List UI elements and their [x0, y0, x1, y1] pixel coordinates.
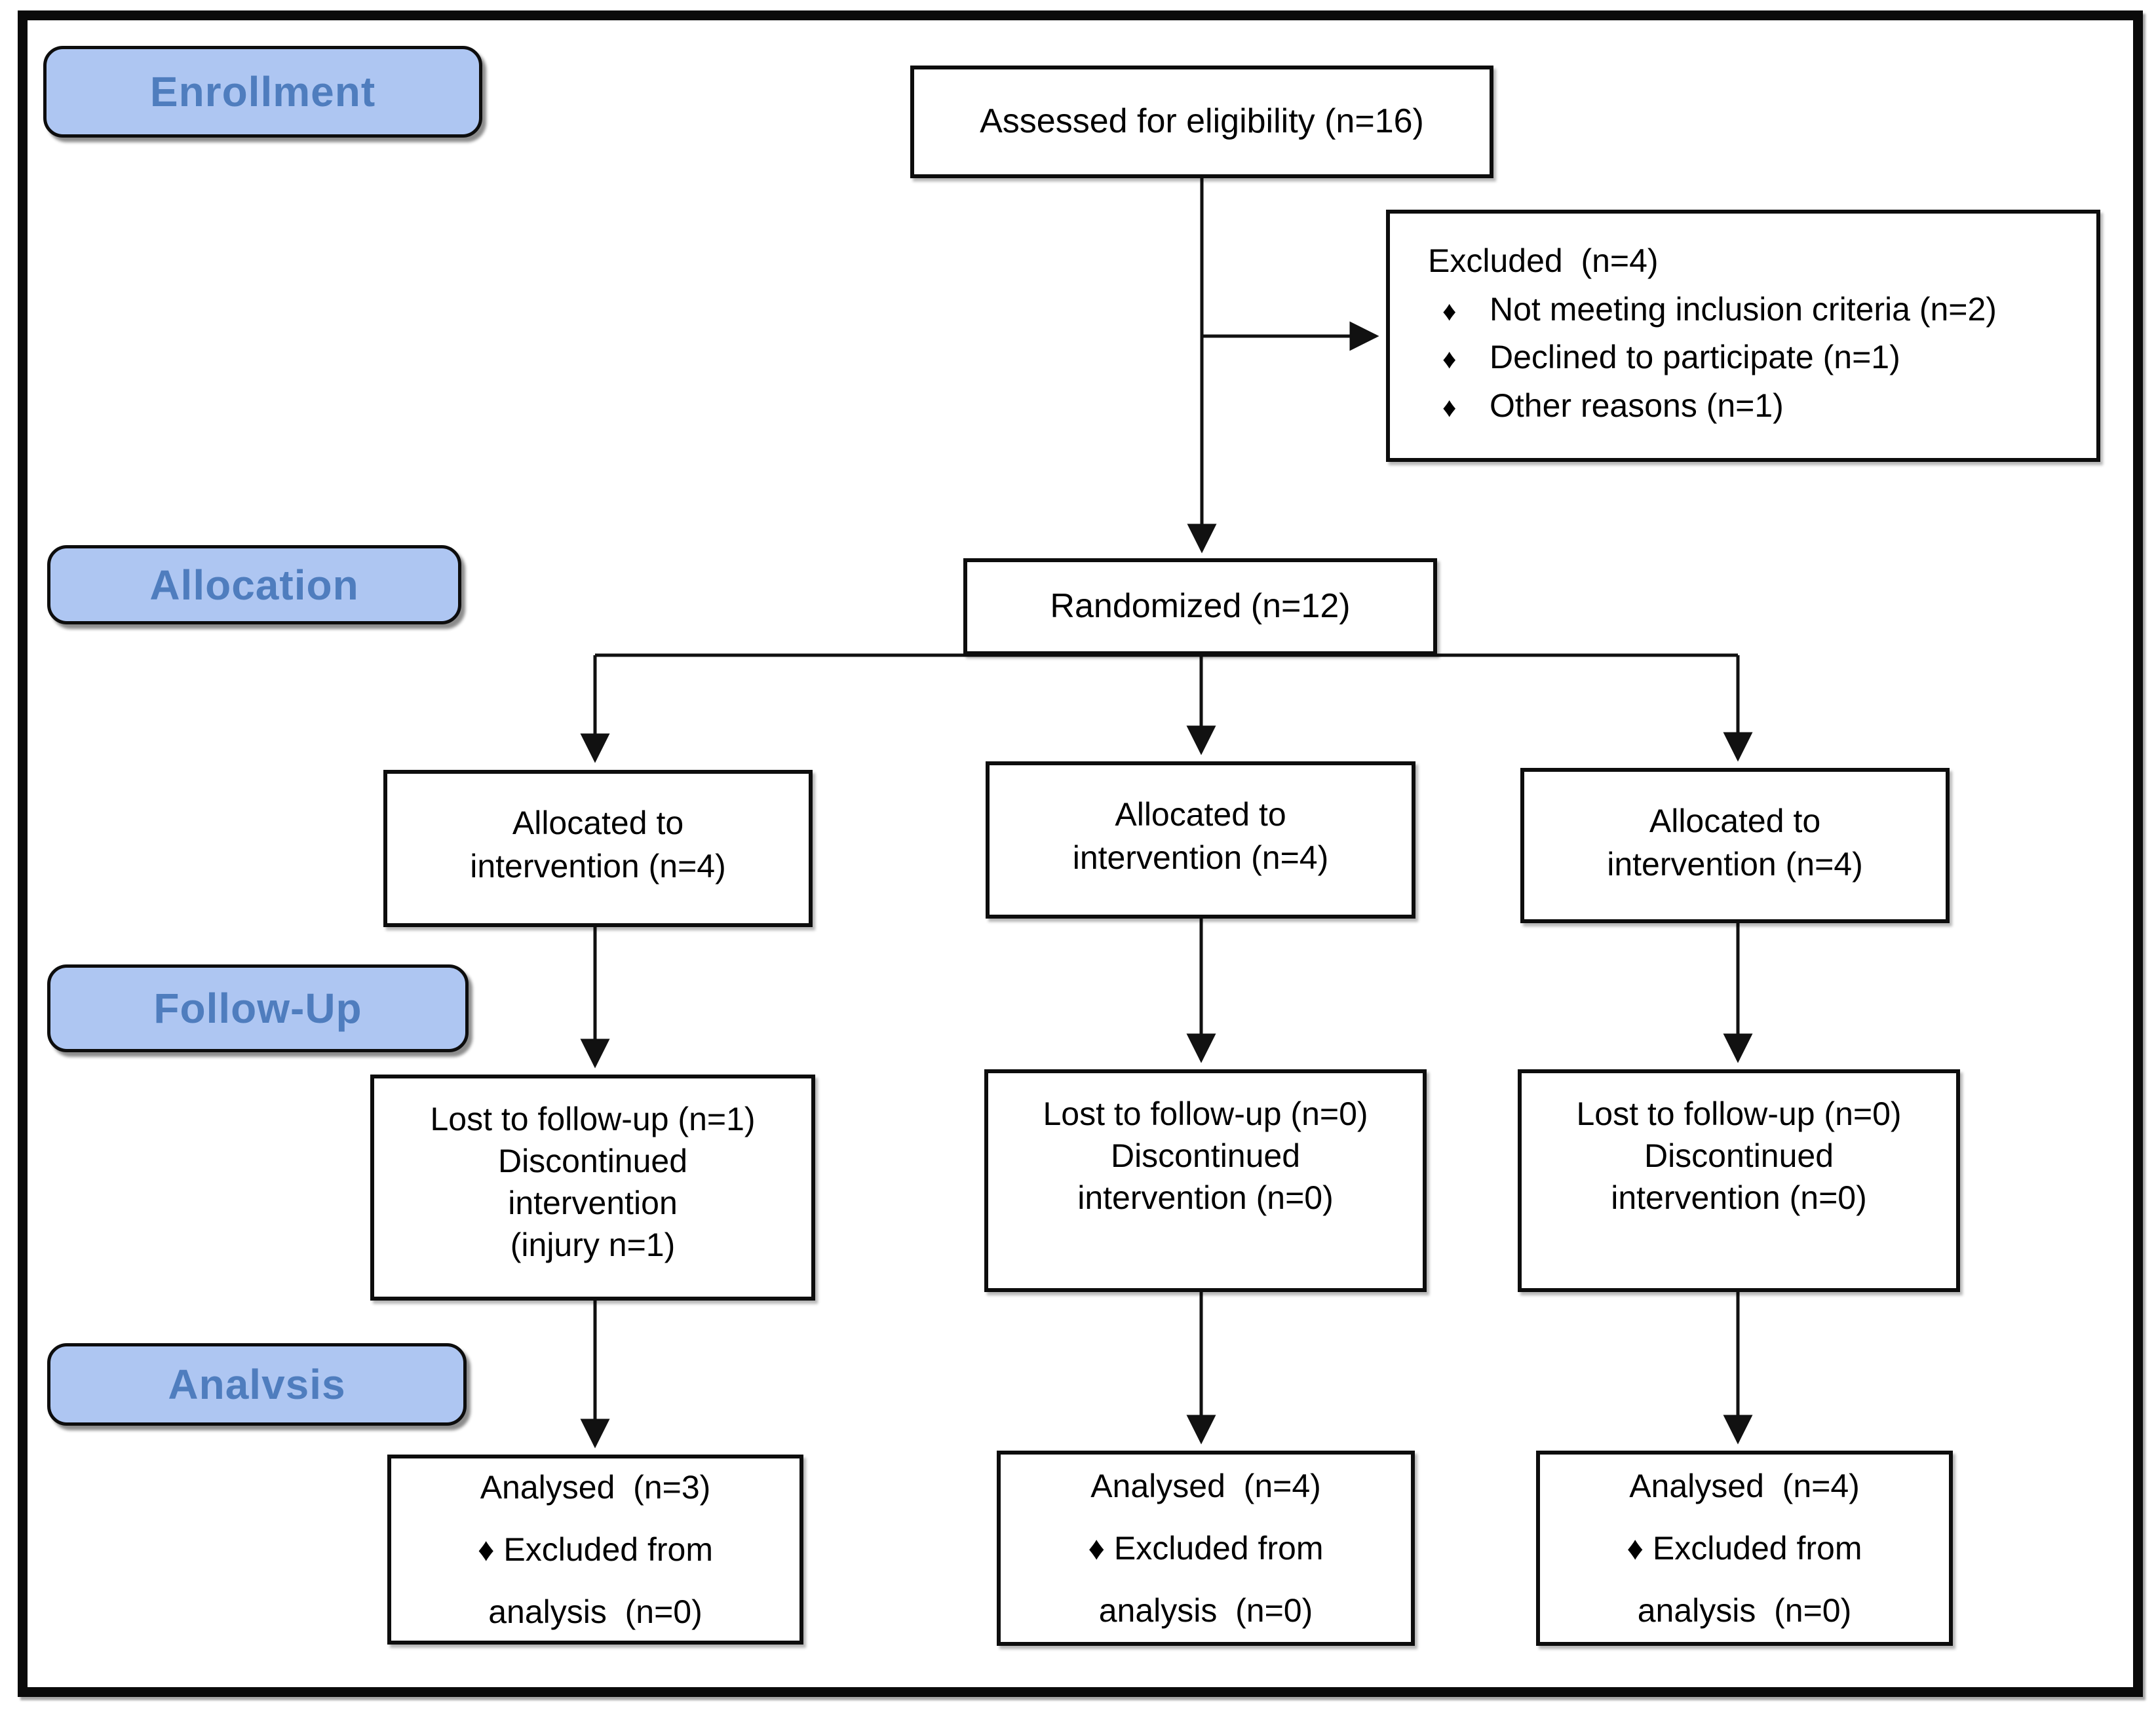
stage-badge-analysis: Analvsis [47, 1343, 467, 1426]
stage-badge-label: Allocation [149, 561, 359, 609]
lost-line: Lost to follow-up (n=0) [1043, 1095, 1368, 1132]
analysed-bullet-text: Excluded from [1652, 1529, 1862, 1567]
analysed-line: Analysed (n=4) [1629, 1467, 1860, 1504]
assessed-for-eligibility-box: Assessed for eligibility (n=16) [910, 66, 1493, 178]
diamond-bullet-icon: ♦ [477, 1531, 495, 1568]
analysed-bullet-text: Excluded from [1113, 1529, 1324, 1567]
analysed-bullet-text: Excluded from [503, 1531, 713, 1568]
excluded-bullet-text: Not meeting inclusion criteria (n=2) [1490, 290, 1997, 328]
lost-line: Lost to follow-up (n=1) [430, 1101, 756, 1137]
lost-line: (injury n=1) [510, 1227, 676, 1263]
analysed-bullet-line: ♦ Excluded from [1627, 1517, 1862, 1580]
allocated-line: Allocated to [512, 805, 684, 841]
allocated-line: Allocated to [1649, 803, 1821, 839]
allocated-box-right: Allocated to intervention (n=4) [1520, 768, 1950, 923]
allocated-box-middle: Allocated to intervention (n=4) [986, 761, 1415, 919]
analysed-line: analysis (n=0) [1098, 1591, 1313, 1629]
allocated-box-left: Allocated to intervention (n=4) [383, 770, 813, 927]
randomized-text: Randomized (n=12) [1050, 587, 1351, 626]
analysed-box-right: Analysed (n=4) ♦ Excluded from analysis … [1536, 1451, 1953, 1646]
excluded-bullet-row: ♦ Not meeting inclusion criteria (n=2) [1442, 286, 1997, 334]
stage-badge-follow-up: Follow-Up [47, 964, 469, 1052]
lost-line: Discontinued [1644, 1137, 1834, 1174]
analysed-bullet-line: ♦ Excluded from [1088, 1517, 1323, 1580]
stage-badge-label: Enrollment [149, 68, 376, 115]
lost-line: Discontinued [497, 1143, 688, 1179]
excluded-title: Excluded (n=4) [1428, 242, 1659, 279]
stage-badge-allocation: Allocation [47, 545, 461, 624]
diamond-bullet-icon: ♦ [1442, 391, 1457, 423]
excluded-bullet-row: ♦ Declined to participate (n=1) [1442, 333, 1900, 382]
lost-to-followup-box-right: Lost to follow-up (n=0) Discontinued int… [1518, 1069, 1960, 1292]
analysed-box-left: Analysed (n=3) ♦ Excluded from analysis … [387, 1455, 803, 1645]
stage-badge-enrollment: Enrollment [43, 46, 482, 138]
excluded-box: Excluded (n=4) ♦ Not meeting inclusion c… [1386, 210, 2100, 462]
diamond-bullet-icon: ♦ [1442, 295, 1457, 326]
lost-line: intervention (n=0) [1077, 1179, 1334, 1216]
excluded-bullet-text: Other reasons (n=1) [1490, 387, 1784, 424]
analysed-line: analysis (n=0) [1637, 1591, 1852, 1629]
lost-line: Lost to follow-up (n=0) [1576, 1095, 1902, 1132]
allocated-line: intervention (n=4) [1607, 846, 1863, 883]
analysed-line: analysis (n=0) [488, 1593, 703, 1630]
allocated-line: Allocated to [1115, 796, 1286, 833]
assessed-text: Assessed for eligibility (n=16) [980, 102, 1424, 141]
excluded-bullet-text: Declined to participate (n=1) [1490, 339, 1900, 375]
analysed-line: Analysed (n=3) [480, 1468, 711, 1506]
lost-to-followup-box-left: Lost to follow-up (n=1) Discontinued int… [370, 1075, 815, 1301]
diamond-bullet-icon: ♦ [1442, 343, 1457, 374]
lost-line: intervention (n=0) [1611, 1179, 1867, 1216]
stage-badge-label: Follow-Up [153, 985, 362, 1032]
lost-line: Discontinued [1110, 1137, 1301, 1174]
allocated-line: intervention (n=4) [1072, 839, 1329, 876]
analysed-bullet-line: ♦ Excluded from [478, 1519, 713, 1581]
lost-to-followup-box-middle: Lost to follow-up (n=0) Discontinued int… [984, 1069, 1427, 1292]
randomized-box: Randomized (n=12) [963, 558, 1437, 655]
stage-badge-label: Analvsis [168, 1361, 346, 1408]
allocated-line: intervention (n=4) [470, 848, 726, 885]
diamond-bullet-icon: ♦ [1088, 1529, 1105, 1567]
analysed-box-middle: Analysed (n=4) ♦ Excluded from analysis … [997, 1451, 1415, 1646]
excluded-bullet-row: ♦ Other reasons (n=1) [1442, 382, 1784, 430]
analysed-line: Analysed (n=4) [1090, 1467, 1321, 1504]
lost-line: intervention [508, 1185, 678, 1221]
diamond-bullet-icon: ♦ [1627, 1529, 1644, 1567]
